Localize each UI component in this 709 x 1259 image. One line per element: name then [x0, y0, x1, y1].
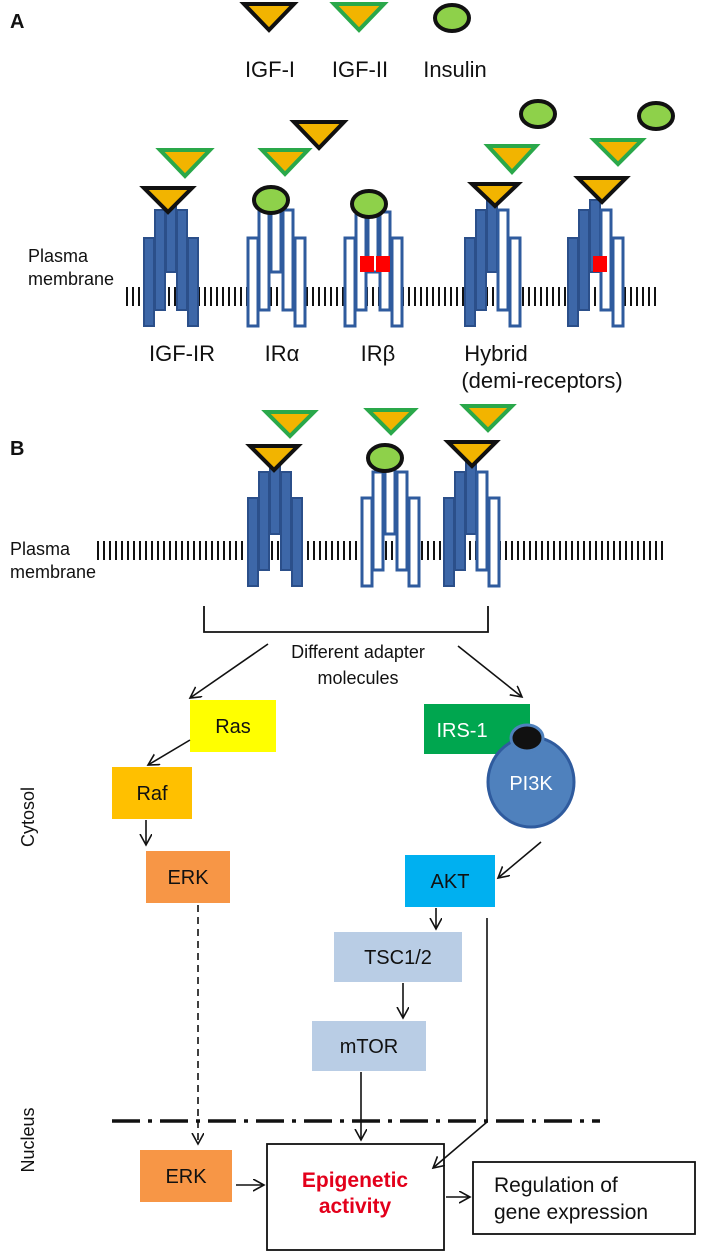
receptor-ir-alpha	[246, 198, 307, 328]
igf1-ligand	[139, 186, 197, 215]
membrane-label-a-line1: Plasma	[28, 246, 89, 266]
panel-label-a: A	[10, 11, 24, 33]
receptor-hybrid-1	[464, 199, 522, 328]
receptor-b-hybrid	[443, 461, 501, 588]
insulin-ligand	[252, 185, 290, 215]
red-domain	[376, 256, 390, 272]
insulin-ligand	[350, 189, 388, 219]
ras-node: Ras	[190, 700, 276, 752]
igf2-legend-icon	[329, 2, 389, 33]
irs1-label: IRS-1	[436, 720, 487, 742]
igf1-ligand	[467, 182, 523, 209]
tsc-label: TSC1/2	[364, 947, 432, 969]
red-domain	[360, 256, 374, 272]
igf1-legend-label: IGF-I	[245, 57, 295, 82]
igf2-ligand	[483, 144, 541, 175]
igf2-ligand	[257, 148, 313, 177]
insulin-legend-label: Insulin	[423, 57, 487, 82]
mtor-label: mTOR	[340, 1036, 399, 1058]
receptor-hybrid-2	[567, 199, 625, 328]
igf1-ligand	[245, 444, 303, 473]
arrow-akt-epigenetic	[433, 918, 488, 1168]
arrow-to-irs1	[457, 645, 522, 697]
arrow-pi3k-akt	[498, 841, 542, 878]
erk-label: ERK	[167, 867, 209, 889]
erk-nuclear-node: ERK	[140, 1150, 232, 1202]
insulin-ligand	[637, 101, 675, 131]
epigenetic-label-line2: activity	[319, 1195, 392, 1218]
receptor-b-ir	[360, 460, 421, 588]
igf2-legend-label: IGF-II	[332, 57, 388, 82]
igf2-ligand	[589, 138, 647, 167]
tsc-node: TSC1/2	[334, 932, 462, 982]
igf1-ligand	[443, 440, 501, 469]
igf2-ligand	[155, 148, 215, 179]
insulin-legend-icon	[433, 3, 471, 33]
red-domain	[593, 256, 607, 272]
epigenetic-activity-node: Epigenetic activity	[266, 1143, 445, 1251]
igf2-ligand	[363, 408, 419, 436]
insulin-ligand	[519, 99, 557, 129]
receptor-ir-beta	[343, 198, 404, 328]
regulation-label-line1: Regulation of	[494, 1174, 618, 1197]
adapter-label-line2: molecules	[317, 668, 398, 688]
receptor-label-hybrid-line1: Hybrid	[464, 341, 528, 366]
receptor-label-hybrid-line2: (demi-receptors)	[461, 368, 622, 393]
receptor-label-igf-ir: IGF-IR	[149, 341, 215, 366]
arrow-ras-raf	[148, 739, 191, 765]
binding-site-dot	[509, 723, 545, 753]
igf2-ligand	[261, 410, 319, 439]
igf1-ligand	[573, 176, 631, 205]
igf1-ligand	[289, 120, 349, 151]
mtor-node: mTOR	[312, 1021, 426, 1071]
akt-label: AKT	[431, 871, 470, 893]
akt-node: AKT	[405, 855, 495, 907]
igf1-legend-icon	[239, 2, 299, 33]
pathway-arrows	[146, 643, 542, 1197]
nucleus-label: Nucleus	[18, 1107, 38, 1172]
legend: IGF-I IGF-II Insulin	[239, 2, 487, 82]
receptor-bracket	[203, 606, 489, 633]
receptor-label-ir-alpha: IRα	[265, 341, 300, 366]
receptor-label-ir-beta: IRβ	[361, 341, 396, 366]
insulin-ligand	[366, 443, 404, 473]
arrow-to-ras	[190, 643, 269, 698]
panel-label-b: B	[10, 438, 24, 460]
erk-nuclear-label: ERK	[165, 1166, 207, 1188]
regulation-node: Regulation of gene expression	[472, 1161, 696, 1235]
erk-node: ERK	[146, 851, 230, 903]
epigenetic-label-line1: Epigenetic	[302, 1169, 409, 1192]
receptor-b-igf-ir	[247, 461, 303, 587]
igf2-ligand	[459, 404, 517, 433]
cytosol-label: Cytosol	[18, 787, 38, 847]
pi3k-label: PI3K	[509, 773, 553, 795]
raf-label: Raf	[136, 783, 168, 805]
ras-label: Ras	[215, 716, 251, 738]
receptor-igf-ir	[143, 199, 199, 327]
raf-node: Raf	[112, 767, 192, 819]
pi3k-node: PI3K	[486, 723, 576, 829]
membrane-label-a-line2: membrane	[28, 269, 114, 289]
regulation-label-line2: gene expression	[494, 1201, 648, 1224]
membrane-label-b-line2: membrane	[10, 562, 96, 582]
adapter-label-line1: Different adapter	[291, 642, 425, 662]
membrane-label-b-line1: Plasma	[10, 539, 71, 559]
